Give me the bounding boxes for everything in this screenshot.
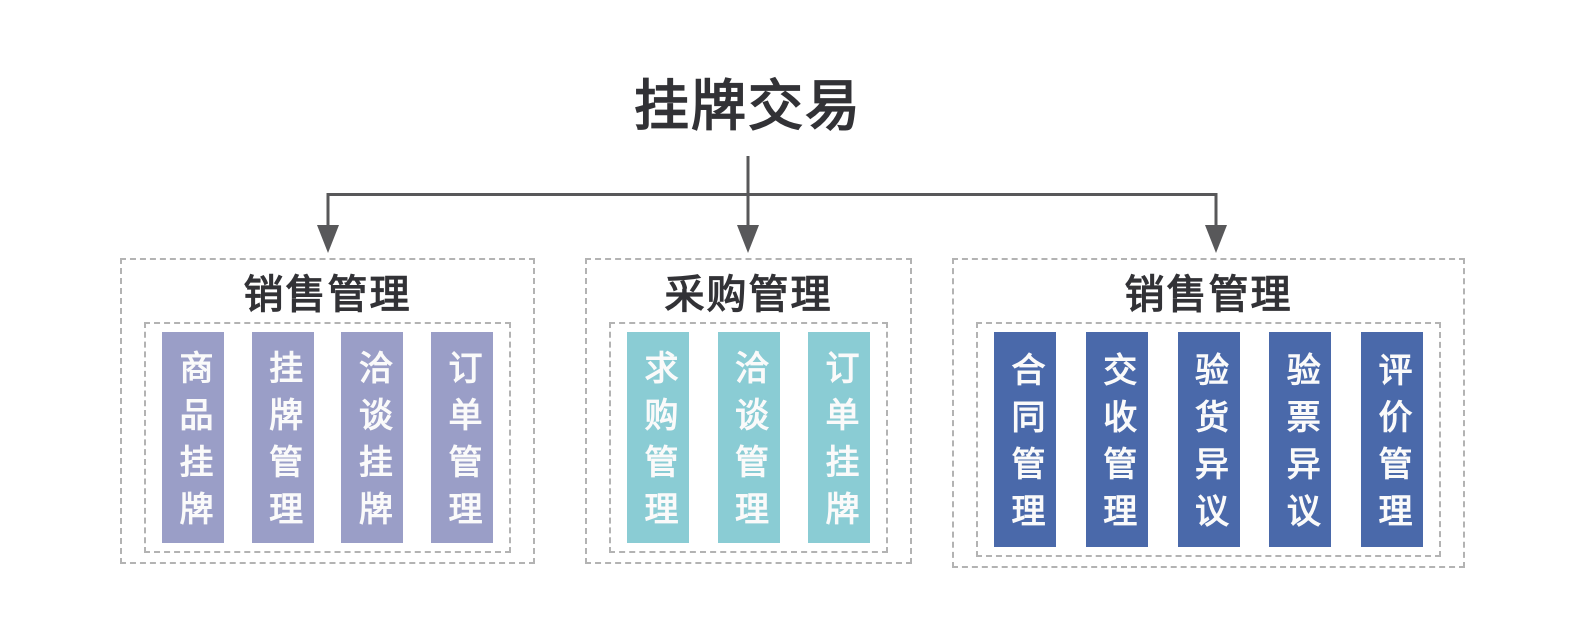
module-box-evaluation-management: 评价管理 bbox=[1361, 332, 1423, 547]
module-label: 求购管理 bbox=[639, 350, 677, 538]
module-label: 订单管理 bbox=[442, 350, 481, 538]
module-label: 洽谈管理 bbox=[729, 350, 768, 538]
module-label: 合同管理 bbox=[1006, 352, 1044, 540]
module-label: 订单挂牌 bbox=[820, 350, 858, 538]
group-sales-management: 销售管理 商品挂牌 挂牌管理 洽谈挂牌 订单管理 bbox=[120, 258, 535, 564]
module-box-goods-inspection-dispute: 验货异议 bbox=[1177, 332, 1240, 547]
module-box-buy-request-management: 求购管理 bbox=[627, 332, 689, 543]
module-label: 评价管理 bbox=[1373, 352, 1411, 540]
module-box-negotiation-listing: 洽谈挂牌 bbox=[341, 332, 404, 543]
module-box-invoice-inspection-dispute: 验票异议 bbox=[1269, 332, 1332, 547]
group-inner-frame: 合同管理 交收管理 验货异议 验票异议 评价管理 bbox=[976, 322, 1441, 557]
group-inner-frame: 商品挂牌 挂牌管理 洽谈挂牌 订单管理 bbox=[144, 322, 511, 553]
group-title: 采购管理 bbox=[664, 273, 833, 317]
group-sales-management-2: 销售管理 合同管理 交收管理 验货异议 验票异议 评价管理 bbox=[952, 258, 1465, 568]
group-title: 销售管理 bbox=[243, 273, 412, 317]
arrow-down-icon-left bbox=[317, 225, 339, 253]
module-box-order-listing: 订单挂牌 bbox=[808, 332, 870, 543]
module-label: 验票异议 bbox=[1281, 352, 1320, 540]
module-label: 洽谈挂牌 bbox=[353, 350, 392, 538]
module-box-listing-management: 挂牌管理 bbox=[251, 332, 314, 543]
module-box-negotiation-management: 洽谈管理 bbox=[717, 332, 780, 543]
group-purchase-management: 采购管理 求购管理 洽谈管理 订单挂牌 bbox=[585, 258, 912, 564]
arrow-down-icon-right bbox=[1205, 225, 1227, 253]
module-label: 交收管理 bbox=[1097, 352, 1136, 540]
module-label: 商品挂牌 bbox=[174, 350, 212, 538]
arrow-down-icon-middle bbox=[737, 225, 759, 253]
module-label: 挂牌管理 bbox=[263, 350, 302, 538]
module-box-order-management: 订单管理 bbox=[430, 332, 493, 543]
diagram-title: 挂牌交易 bbox=[633, 75, 863, 137]
module-box-product-listing: 商品挂牌 bbox=[162, 332, 224, 543]
group-title: 销售管理 bbox=[1124, 273, 1293, 317]
module-label: 验货异议 bbox=[1189, 352, 1228, 540]
module-box-contract-management: 合同管理 bbox=[994, 332, 1056, 547]
module-box-delivery-management: 交收管理 bbox=[1085, 332, 1148, 547]
group-inner-frame: 求购管理 洽谈管理 订单挂牌 bbox=[609, 322, 888, 553]
